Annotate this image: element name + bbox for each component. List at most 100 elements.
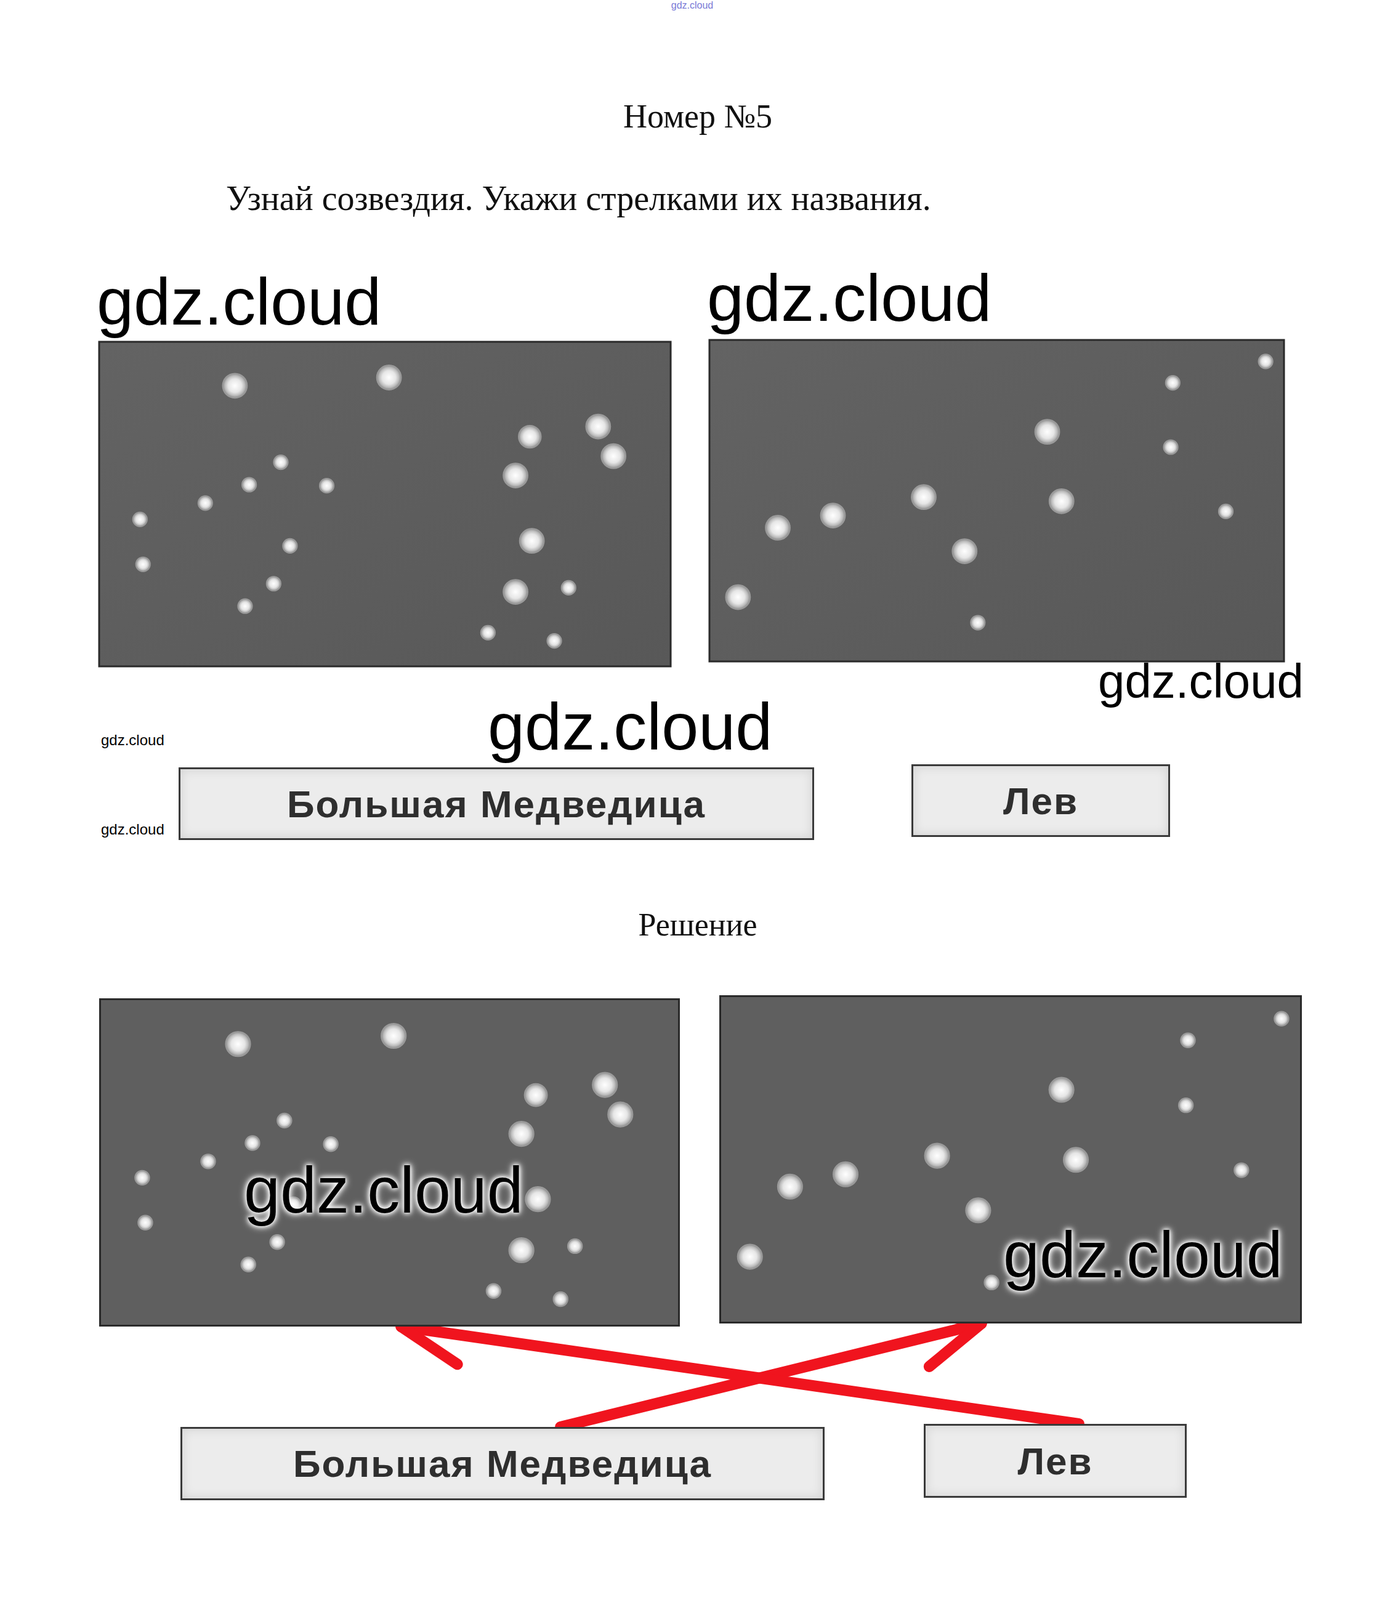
star <box>1163 439 1178 454</box>
watermark: gdz.cloud <box>706 259 992 337</box>
star <box>237 599 252 614</box>
star <box>965 1197 991 1223</box>
label-anchor: Узнай созвездия. Укажи стрелками их назв… <box>226 178 932 219</box>
star <box>601 444 626 469</box>
name-box: Лев <box>923 1423 1187 1498</box>
star <box>820 503 846 528</box>
star <box>480 625 496 640</box>
star <box>737 1244 763 1270</box>
star <box>765 515 791 541</box>
watermark: gdz.cloud <box>243 1154 524 1227</box>
instruction-text: Решение <box>637 906 757 944</box>
star <box>509 1237 534 1263</box>
watermark: gdz.cloud <box>1003 1218 1283 1291</box>
star <box>525 1186 550 1212</box>
label-anchor: gdz.cloud <box>487 688 773 765</box>
watermark: gdz.cloud <box>100 731 165 749</box>
star <box>1274 1011 1289 1026</box>
star <box>726 585 751 610</box>
star <box>546 633 562 648</box>
star <box>503 463 528 488</box>
star-group <box>726 354 1273 630</box>
star <box>245 1135 260 1150</box>
star <box>607 1102 633 1127</box>
star <box>273 455 288 470</box>
star <box>134 1170 150 1185</box>
title: Номер №5 <box>623 97 773 136</box>
star <box>1180 1033 1195 1048</box>
label-anchor: gdz.cloud <box>96 263 382 340</box>
label-anchor: gdz.cloud <box>100 820 165 839</box>
star <box>592 1072 618 1097</box>
star <box>242 477 257 492</box>
constellation-picture: gdz.cloud <box>99 998 680 1327</box>
sky-picture <box>99 341 671 667</box>
star <box>503 579 528 605</box>
star <box>222 373 248 398</box>
constellation-name: Лев <box>1003 779 1079 823</box>
constellation-name: Лев <box>1017 1439 1093 1483</box>
arrow-shaft <box>400 1326 1079 1424</box>
watermark: gdz.cloud <box>100 820 165 839</box>
star <box>198 495 213 510</box>
star <box>1035 419 1060 445</box>
constellation-name: Большая Медведица <box>293 1441 712 1486</box>
star <box>1234 1162 1249 1177</box>
label-anchor: gdz.cloud <box>706 259 992 337</box>
watermark: gdz.cloud <box>671 0 714 12</box>
star <box>1165 375 1180 390</box>
instruction-text: Узнай созвездия. Укажи стрелками их назв… <box>226 178 932 219</box>
star <box>833 1162 858 1187</box>
constellation-picture: gdz.cloud <box>719 995 1302 1324</box>
title-anchor: Номер №5 <box>623 97 773 136</box>
star <box>266 576 281 591</box>
constellation-name: Большая Медведица <box>286 782 706 826</box>
name-box: Лев <box>911 764 1171 837</box>
star <box>319 478 334 493</box>
star <box>137 1215 153 1230</box>
label-anchor: gdz.cloud <box>100 731 165 749</box>
star <box>553 1292 568 1307</box>
star <box>952 538 977 564</box>
name-box: Большая Медведица <box>178 767 815 840</box>
star <box>486 1284 501 1299</box>
star <box>269 1234 284 1249</box>
star <box>585 414 611 440</box>
star <box>136 557 151 572</box>
star-group <box>133 365 626 648</box>
name-box: Большая Медведица <box>180 1426 825 1501</box>
star <box>133 512 148 527</box>
star <box>277 1113 292 1128</box>
star <box>509 1121 534 1147</box>
watermark: gdz.cloud <box>487 688 773 765</box>
star <box>524 1083 548 1107</box>
label-anchor: gdz.cloud <box>1098 654 1304 710</box>
star <box>519 528 545 554</box>
star <box>1049 488 1075 514</box>
arrow-connector <box>560 1309 982 1427</box>
star <box>518 425 541 448</box>
star <box>567 1239 582 1254</box>
sky-picture <box>709 339 1285 662</box>
label-anchor: Решение <box>637 906 757 944</box>
star <box>323 1136 338 1151</box>
star <box>1218 504 1233 519</box>
watermark: gdz.cloud <box>1098 654 1304 710</box>
star <box>911 484 937 510</box>
star <box>924 1143 950 1169</box>
star <box>200 1154 215 1169</box>
star <box>1049 1077 1075 1103</box>
star <box>1063 1147 1089 1172</box>
star <box>970 615 985 630</box>
label-anchor: gdz.cloud <box>671 0 714 12</box>
star <box>777 1174 803 1200</box>
star <box>225 1031 251 1057</box>
star <box>561 580 576 595</box>
star <box>241 1257 256 1272</box>
star <box>282 538 297 554</box>
watermark: gdz.cloud <box>96 263 382 340</box>
star <box>381 1023 406 1049</box>
star <box>984 1275 999 1290</box>
star <box>376 365 402 390</box>
